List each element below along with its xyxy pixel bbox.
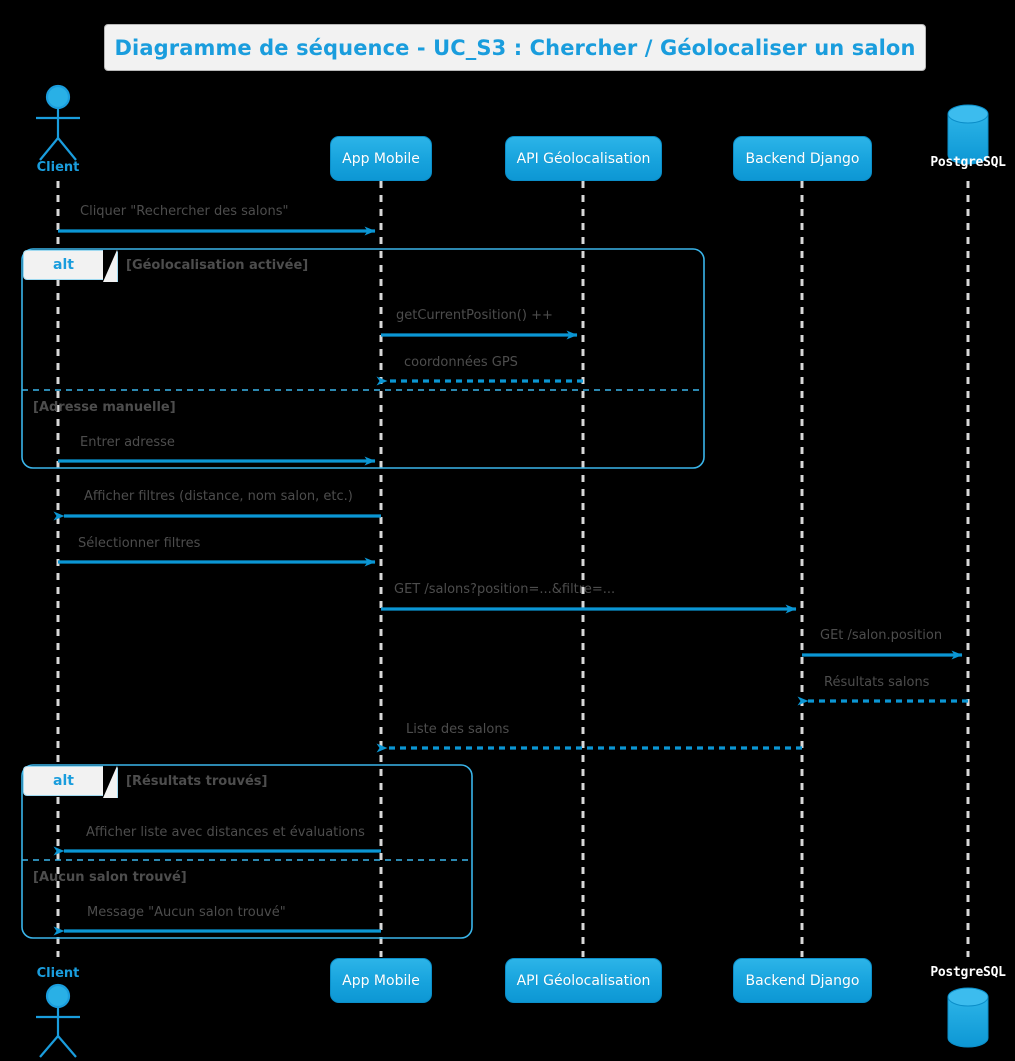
fragment-operator-label: alt bbox=[53, 257, 74, 273]
participant-api-geolocalisation-top[interactable]: API Géolocalisation bbox=[505, 136, 662, 181]
message-arrows bbox=[53, 226, 968, 936]
participant-app-mobile-bottom[interactable]: App Mobile bbox=[330, 958, 432, 1003]
participant-api-geolocalisation-bottom[interactable]: API Géolocalisation bbox=[505, 958, 662, 1003]
message-label-selectionner-filtres: Sélectionner filtres bbox=[78, 536, 201, 551]
participant-client-label-bottom: Client bbox=[36, 966, 80, 981]
message-label-afficher-liste-distances: Afficher liste avec distances et évaluat… bbox=[86, 825, 365, 840]
fragment-alt-operator-2: alt bbox=[23, 766, 103, 796]
message-label-entrer-adresse: Entrer adresse bbox=[80, 435, 175, 450]
participant-backend-django-bottom[interactable]: Backend Django bbox=[733, 958, 872, 1003]
message-label-cliquer-rechercher: Cliquer "Rechercher des salons" bbox=[80, 204, 289, 219]
message-label-get-salon-position: GEt /salon.position bbox=[820, 628, 943, 643]
fragment-alt-operator-1: alt bbox=[23, 250, 103, 280]
participant-label: App Mobile bbox=[342, 972, 420, 989]
message-label-resultats-salons: Résultats salons bbox=[824, 675, 930, 690]
participant-label: API Géolocalisation bbox=[516, 150, 651, 167]
participant-postgresql-label-top: PostgreSQL bbox=[930, 155, 1006, 170]
fragment-operator-label: alt bbox=[53, 773, 74, 789]
fragment-condition-adresse-manuelle: [Adresse manuelle] bbox=[33, 400, 176, 415]
participant-postgresql-label-bottom: PostgreSQL bbox=[930, 965, 1006, 980]
actor-client-bottom-icon bbox=[36, 983, 80, 1058]
diagram-title-box: Diagramme de séquence - UC_S3 : Chercher… bbox=[104, 24, 926, 71]
participant-client-label-top: Client bbox=[36, 160, 80, 175]
database-icon-top bbox=[947, 104, 989, 165]
participant-label: API Géolocalisation bbox=[516, 972, 651, 989]
fragment-condition-geolocalisation-activee: [Géolocalisation activée] bbox=[126, 258, 309, 273]
database-icon-bottom bbox=[947, 987, 989, 1048]
participant-label: App Mobile bbox=[342, 150, 420, 167]
page-title: Diagramme de séquence - UC_S3 : Chercher… bbox=[114, 35, 916, 60]
fragment-alt-geolocalisation bbox=[21, 248, 705, 469]
fragment-alt-resultats bbox=[21, 764, 473, 939]
participant-backend-django-top[interactable]: Backend Django bbox=[733, 136, 872, 181]
message-label-get-salons: GET /salons?position=...&filtre=... bbox=[394, 582, 616, 597]
participant-app-mobile-top[interactable]: App Mobile bbox=[330, 136, 432, 181]
message-label-getcurrentposition: getCurrentPosition() ++ bbox=[396, 308, 553, 323]
participant-label: Backend Django bbox=[745, 972, 860, 989]
participant-label: Backend Django bbox=[745, 150, 860, 167]
fragment-condition-resultats-trouves: [Résultats trouvés] bbox=[126, 774, 268, 789]
lifelines bbox=[56, 181, 970, 957]
message-label-afficher-filtres: Afficher filtres (distance, nom salon, e… bbox=[84, 489, 353, 504]
message-label-coordonnees-gps: coordonnées GPS bbox=[404, 355, 518, 370]
fragment-condition-aucun-salon-trouve: [Aucun salon trouvé] bbox=[33, 870, 187, 885]
message-label-liste-des-salons: Liste des salons bbox=[406, 722, 510, 737]
actor-client-top-icon bbox=[36, 84, 80, 161]
message-label-aucun-salon-trouve: Message "Aucun salon trouvé" bbox=[87, 905, 286, 920]
